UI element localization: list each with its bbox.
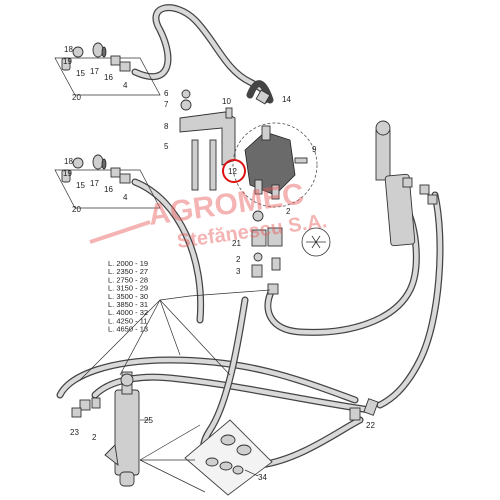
u-bolt-left [191,139,199,191]
hose-length-table: L. 2000 - 19L. 2350 - 27L. 2750 - 28L. 3… [108,259,148,334]
callout: 22 [366,421,375,430]
callout: 2 [236,255,241,264]
oring-part [92,42,104,58]
leader-lines [79,289,271,493]
cylinder-barrel-right [384,173,416,247]
valve-bracket-assembly [179,89,331,278]
callout: 3 [236,267,241,276]
callout: 10 [222,97,231,106]
callout: 5 [164,142,169,151]
callout: 17 [90,67,99,76]
hydraulic-cylinder-left [71,371,140,487]
fittings-bottom-right [267,283,379,421]
hydraulic-cylinder-right [375,120,438,247]
hoses [56,4,444,470]
callout: 20 [72,93,81,102]
length-row: L. 2350 - 27 [108,267,148,276]
watermark: AGROMEC Stefănescu S.A. [89,177,328,253]
callout: 34 [258,473,267,482]
fitting-group-upper [54,42,161,96]
callout: 16 [104,185,113,194]
callout: 2 [286,207,291,216]
callout: 2 [92,433,97,442]
callout: 23 [70,428,79,437]
callout: 18 [64,157,73,166]
u-bolt-right [209,139,217,191]
callout: 7 [164,100,169,109]
callout: 4 [123,81,128,90]
callout: 15 [76,69,85,78]
callout: 20 [72,205,81,214]
callout: 19 [63,169,72,178]
plug-part [72,46,84,58]
length-row: L. 2750 - 28 [108,275,148,284]
length-row: L. 3500 - 30 [108,292,148,301]
length-row: L. 4000 - 32 [108,308,148,317]
nut-part [110,55,121,66]
callout: 4 [123,193,128,202]
callout: 25 [144,416,153,425]
callout: 16 [104,73,113,82]
length-row: L. 4250 - 11 [108,316,147,325]
seal-kit-box [184,419,273,496]
length-row: L. 4650 - 13 [108,325,148,334]
callout: 21 [232,239,241,248]
callout: 12 [228,167,237,176]
seal-kit [184,419,273,496]
piston-rod-right [375,129,391,181]
length-row: L. 3850 - 31 [108,300,148,309]
highlight-circle [222,159,246,183]
length-row: L. 3150 - 29 [108,284,148,293]
callout: 19 [63,57,72,66]
fitting-part [119,61,131,72]
bracket-part [179,111,236,166]
callout: 14 [282,95,291,104]
callout: 15 [76,181,85,190]
callout: 18 [64,45,73,54]
callout: 8 [164,122,169,131]
callout: 6 [164,89,169,98]
fitting-group-middle [54,154,161,209]
callout: 9 [312,145,317,154]
cylinder-barrel-left [114,389,140,476]
length-row: L. 2000 - 19 [108,259,148,268]
callout: 17 [90,179,99,188]
callout-labels: 18 19 17 16 4 15 20 18 19 17 16 4 15 20 … [63,45,375,482]
cap-part [61,57,71,71]
